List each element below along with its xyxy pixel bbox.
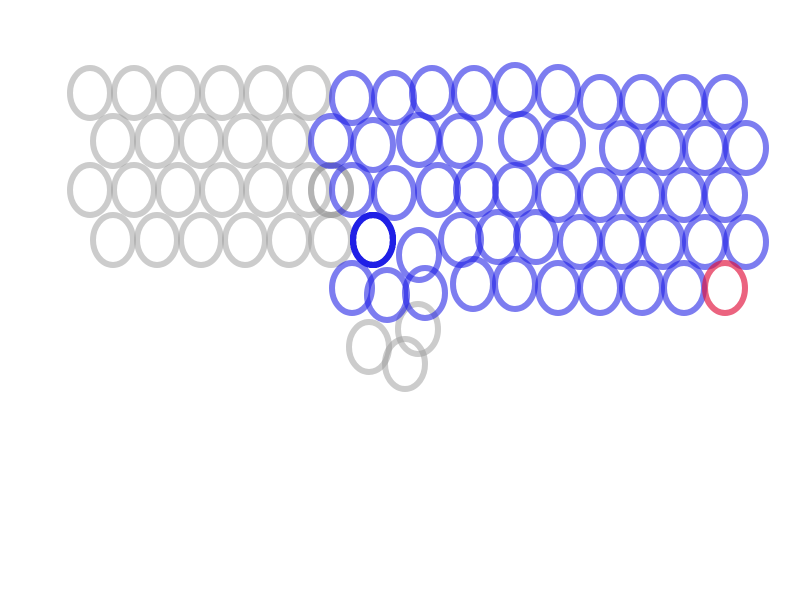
gray-ring-3: [155, 65, 201, 121]
blue-ring-40: [723, 214, 769, 270]
blue-ring-18: [640, 120, 686, 176]
blue-ring-5: [492, 62, 538, 118]
blue-ring-23: [415, 162, 461, 218]
blue-ring-39: [682, 214, 728, 270]
blue-ring-20: [723, 120, 769, 176]
gray-ring-9: [178, 113, 224, 169]
blue-ring-27: [577, 167, 623, 223]
blue-ring-24: [453, 162, 499, 218]
blue-ring-32: [396, 227, 442, 283]
blue-ring-28: [619, 167, 665, 223]
gray-ring-4: [199, 65, 245, 121]
gray-ring-8: [134, 113, 180, 169]
blue-ring-11: [308, 113, 354, 169]
blue-ring-30: [702, 167, 748, 223]
blue-ring-6: [535, 64, 581, 120]
blue-ring-12: [350, 117, 396, 173]
gray-ring-13: [111, 162, 157, 218]
gray-ring-25: [395, 301, 441, 357]
blue-ring-3: [409, 65, 455, 121]
blue-ring-35: [513, 209, 559, 265]
gray-ring-15: [199, 162, 245, 218]
gray-ring-23: [308, 212, 354, 268]
blue-ring-13: [396, 112, 442, 168]
blue-ring-46: [535, 260, 581, 316]
blue-ring-9: [661, 74, 707, 130]
blue-ring-7: [577, 74, 623, 130]
red-ring-group: [702, 260, 748, 316]
blue-ring-22: [371, 165, 417, 221]
blue-ring-45: [492, 256, 538, 312]
gray-ring-16: [243, 162, 289, 218]
gray-ring-20: [178, 212, 224, 268]
blue-ring-43: [402, 265, 448, 321]
gray-ring-5: [243, 65, 289, 121]
blue-ring-34: [475, 209, 521, 265]
blue-ring-16: [540, 115, 586, 171]
blue-ring-8: [619, 74, 665, 130]
gray-ring-12: [67, 162, 113, 218]
blue-ring-48: [619, 260, 665, 316]
blue-ring-17: [599, 120, 645, 176]
blue-ring-19: [682, 120, 728, 176]
blue-ring-58: [350, 212, 396, 268]
gray-ring-2: [111, 65, 157, 121]
red-ring-1: [702, 260, 748, 316]
gray-ring-26: [382, 336, 428, 392]
blue-ring-37: [599, 214, 645, 270]
gray-ring-18: [90, 212, 136, 268]
blue-ring-25: [492, 162, 538, 218]
blue-ring-38: [640, 214, 686, 270]
gray-ring-22: [266, 212, 312, 268]
blue-ring-15: [498, 111, 544, 167]
blue-ring-49: [661, 260, 707, 316]
gray-ring-1: [67, 65, 113, 121]
gray-ring-6: [286, 65, 332, 121]
blue-ring-36: [557, 214, 603, 270]
blue-ring-4: [451, 65, 497, 121]
blue-ring-29: [661, 167, 707, 223]
blue-ring-41: [329, 260, 375, 316]
blue-ring-group: [308, 62, 769, 323]
gray-ring-19: [134, 212, 180, 268]
blue-ring-14: [437, 113, 483, 169]
gray-ring-7: [90, 113, 136, 169]
blue-ring-44: [450, 256, 496, 312]
gray-ring-11: [266, 113, 312, 169]
gray-ring-21: [222, 212, 268, 268]
blue-ring-47: [577, 260, 623, 316]
gray-ring-14: [155, 162, 201, 218]
gray-ring-10: [222, 113, 268, 169]
blue-ring-10: [702, 74, 748, 130]
